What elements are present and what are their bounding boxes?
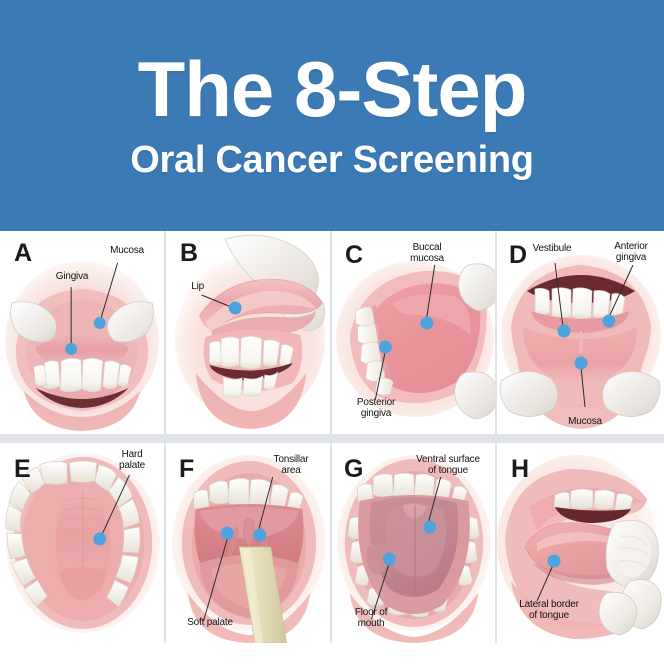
illustration-oropharynx-depressor [166, 443, 330, 643]
panel-letter-e: E [14, 455, 31, 483]
illustration-hard-palate-arch [0, 443, 164, 643]
label-mucosa: Mucosa [110, 245, 144, 256]
label-mucosa-lower: Mucosa [568, 416, 602, 427]
label-ventral-surface-of-tongue: Ventral surface of tongue [416, 454, 480, 476]
marker-dot-buccal-mucosa [420, 316, 434, 330]
header-banner: The 8-Step Oral Cancer Screening [0, 0, 664, 231]
marker-dot-ventral-tongue [423, 520, 437, 534]
label-tonsillar-area: Tonsillar area [273, 454, 309, 476]
panel-h-lateral-border-tongue[interactable]: H [497, 443, 664, 643]
panel-a-gingiva-mucosa[interactable]: A [0, 231, 166, 443]
panel-letter-c: C [345, 241, 364, 269]
panel-letter-f: F [179, 455, 195, 483]
label-posterior-gingiva: Posterior gingiva [356, 397, 396, 419]
page-subtitle: Oral Cancer Screening [130, 138, 534, 181]
label-lip: Lip [191, 281, 204, 292]
illustration-ventral-tongue-elevated [332, 443, 495, 643]
screening-steps-grid: A [0, 231, 664, 643]
marker-dot-tonsillar-area [253, 528, 267, 542]
marker-dot-lateral-border-tongue [547, 554, 561, 568]
panel-f-tonsillar-soft-palate[interactable]: F [166, 443, 332, 643]
illustration-everted-upper-lip [166, 231, 330, 434]
panel-e-hard-palate[interactable]: E [0, 443, 166, 643]
panel-g-ventral-tongue-floor[interactable]: G [332, 443, 497, 643]
panel-letter-h: H [511, 455, 530, 483]
marker-dot-gingiva [65, 343, 78, 355]
label-floor-of-mouth: Floor of mouth [354, 607, 388, 629]
panel-letter-g: G [344, 455, 364, 483]
label-gingiva: Gingiva [55, 271, 89, 282]
marker-dot-anterior-gingiva [602, 314, 616, 328]
panel-letter-b: B [180, 239, 199, 267]
illustration-tongue-protruded-gauze [497, 443, 664, 643]
marker-dot-vestibule [557, 324, 571, 338]
panel-b-lip[interactable]: B [166, 231, 332, 443]
label-buccal-mucosa: Buccal mucosa [410, 242, 444, 264]
label-soft-palate: Soft palate [187, 617, 233, 628]
page-title: The 8-Step [137, 45, 528, 134]
footer-whitespace [0, 643, 664, 667]
illustration-lower-vestibule [497, 231, 664, 434]
marker-dot-mucosa [574, 356, 588, 370]
label-anterior-gingiva: Anterior gingiva [614, 241, 648, 263]
label-vestibule: Vestibule [532, 243, 572, 254]
marker-dot-soft-palate [220, 526, 234, 540]
panel-c-buccal-mucosa[interactable]: C [332, 231, 497, 443]
panel-letter-d: D [509, 241, 528, 269]
label-hard-palate: Hard palate [118, 449, 146, 471]
marker-dot-lip [228, 301, 242, 315]
marker-dot-hard-palate [93, 532, 107, 546]
marker-dot-posterior-gingiva [378, 340, 392, 354]
marker-dot-floor-of-mouth [382, 552, 396, 566]
illustration-cheek-retraction [332, 231, 495, 434]
illustration-retracted-upper-lip [0, 231, 164, 434]
marker-dot-mucosa [93, 317, 106, 329]
panel-letter-a: A [14, 239, 33, 267]
panel-d-vestibule-anterior-gingiva[interactable]: D [497, 231, 664, 443]
label-lateral-border-of-tongue: Lateral border of tongue [519, 599, 579, 621]
